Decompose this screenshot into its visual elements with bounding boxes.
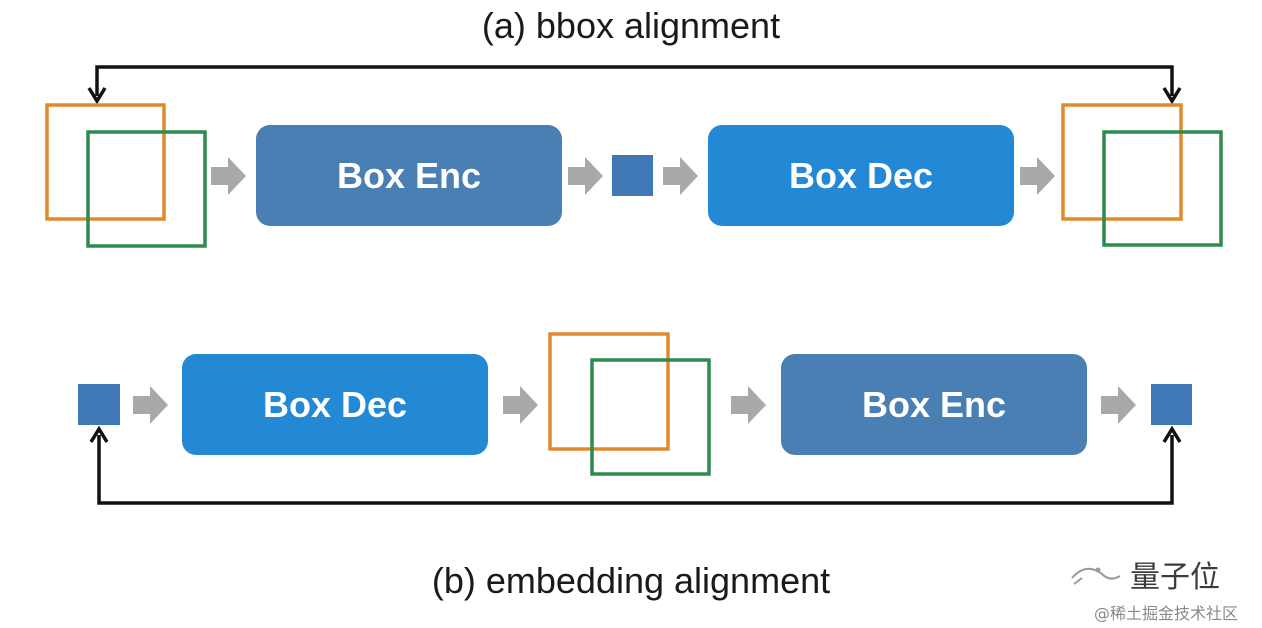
embedding-square-b-output — [1151, 384, 1192, 425]
title-embedding-alignment: (b) embedding alignment — [431, 560, 831, 601]
title-bbox-alignment: (a) bbox alignment — [481, 5, 781, 46]
watermark-source: @稀土掘金技术社区 — [1094, 604, 1239, 623]
box-encoder-b: Box Enc — [781, 354, 1087, 455]
flow-arrow-b1 — [133, 386, 168, 424]
output-box-orange — [1061, 103, 1183, 221]
watermark-logo-icon — [1071, 567, 1121, 585]
loop-arrowhead-a-right — [1162, 87, 1182, 105]
flow-arrow-b4 — [1101, 386, 1136, 424]
embedding-square-b-input — [78, 384, 120, 425]
loop-arrowhead-b-right — [1162, 425, 1182, 443]
mid-box-green — [590, 358, 711, 476]
mid-box-orange — [548, 332, 670, 451]
flow-arrow-a4 — [1020, 157, 1055, 195]
loop-arrow-b — [97, 435, 1174, 505]
watermark-brand: 量子位 — [1130, 560, 1220, 595]
flow-arrow-a1 — [211, 157, 246, 195]
flow-arrow-b3 — [731, 386, 766, 424]
box-decoder-b: Box Dec — [182, 354, 488, 455]
loop-arrow-a — [95, 65, 1174, 96]
flow-arrow-a2 — [568, 157, 603, 195]
embedding-square-a — [612, 155, 653, 196]
loop-arrowhead-b-left — [89, 425, 109, 443]
flow-arrow-a3 — [663, 157, 698, 195]
input-box-green — [86, 130, 207, 248]
input-box-orange — [45, 103, 166, 221]
box-decoder-a: Box Dec — [708, 125, 1014, 226]
loop-arrowhead-a-left — [87, 87, 107, 105]
output-box-green — [1102, 130, 1223, 247]
flow-arrow-b2 — [503, 386, 538, 424]
box-encoder-a: Box Enc — [256, 125, 562, 226]
